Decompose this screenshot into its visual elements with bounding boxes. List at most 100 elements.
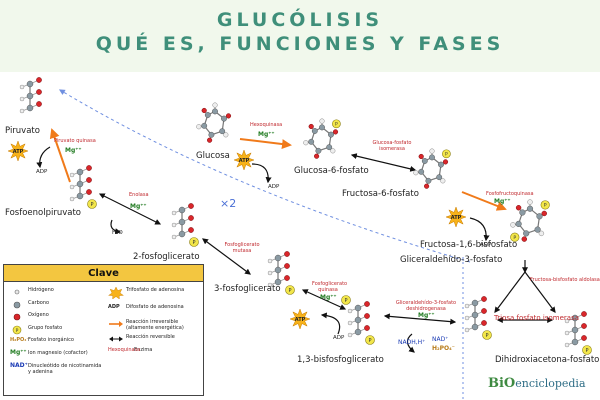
multiplier-x2: ×2 xyxy=(220,197,237,210)
gliceraldehido-3-fosfato-molecule: P xyxy=(464,296,492,340)
enzyme-aldolasa: Fructosa-bisfosfato aldolasa xyxy=(530,277,600,283)
arrow-hexoquinasa xyxy=(239,138,292,150)
mg-gapdh: Mg⁺⁺ xyxy=(418,312,435,319)
glucosa-6-fosfato-molecule: P xyxy=(303,118,341,159)
legend-key: Clave Hidrógeno Carbono Oxígeno P Grupo f… xyxy=(3,264,204,396)
legend-adp-text: Difosfato de adenosina xyxy=(126,304,184,310)
arrow-aldolasa-left xyxy=(494,271,526,313)
nad-symbol: NAD⁺ xyxy=(10,361,28,369)
fructosa-1-6-bisfosfato-molecule: PP xyxy=(510,199,550,242)
enzyme-fosfofructoquinasa: Fosfofructoquinasa xyxy=(486,191,534,197)
legend-grupo-fosfato: P Grupo fosfato xyxy=(10,325,102,338)
svg-text:P: P xyxy=(485,333,488,339)
inorganic-phosphate-symbol: H₂PO₄⁻ xyxy=(10,337,30,344)
label-piruvato: Piruvato xyxy=(5,126,40,136)
legend-fosfato-inorganico-text: Fosfato inorgánico xyxy=(28,337,74,344)
svg-text:P: P xyxy=(335,121,338,127)
mg-pk: Mg⁺⁺ xyxy=(65,147,82,154)
label-fosfoenolpiruvato: Fosfoenolpiruvato xyxy=(5,208,81,218)
adp-hexoquinasa: ADP xyxy=(268,184,280,190)
carbon-icon xyxy=(10,300,26,310)
enzyme-example-symbol: Hexoquinasa xyxy=(108,347,141,353)
label-fructosa-1-6-bisfosfato: Fructosa-1,6-bisfosfato xyxy=(420,240,518,250)
enzyme-triosa-fosfato-isomerasa: Triosa fosfato isomerasa xyxy=(494,314,580,322)
label-3-fosfoglicerato: 3-fosfoglicerato xyxy=(214,284,281,294)
label-gliceraldehido-3-fosfato: Gliceraldehído-3-fosfato xyxy=(400,255,503,265)
reversible-arrow-icon xyxy=(108,334,124,344)
glucosa-molecule xyxy=(196,102,232,143)
arrow-piruvato-quinasa xyxy=(49,128,71,183)
adp-symbol: ADP xyxy=(108,304,120,310)
label-glucosa: Glucosa xyxy=(196,151,230,161)
legend-irreversible: Reacción irreversible (altamente energét… xyxy=(108,319,202,334)
enzyme-fosfoglicerato-quinasa: Fosfoglicerato quinasa xyxy=(312,281,348,293)
page-header: GLUCÓLISIS QUÉ ES, FUNCIONES Y FASES xyxy=(0,0,600,72)
page-title: GLUCÓLISIS xyxy=(216,9,384,31)
enzyme-piruvato-quinasa: Piruvato quinasa xyxy=(54,138,96,144)
mg-enolasa: Mg⁺⁺ xyxy=(130,203,147,210)
arrow-pgm xyxy=(202,238,251,275)
svg-text:P: P xyxy=(16,328,19,334)
reaction-arrows xyxy=(36,128,556,353)
legend-grupo-fosfato-text: Grupo fosfato xyxy=(28,324,63,331)
label-fructosa-6-fosfato: Fructosa-6-fosfato xyxy=(342,189,419,199)
legend-fosfato-inorganico: H₂PO₄⁻Fosfato inorgánico xyxy=(10,337,102,350)
adp-pk: ADP xyxy=(36,169,48,175)
h2o-enolasa: H₂O xyxy=(112,230,123,236)
enzyme-gapdh: Gliceraldehído-3-fosfato deshidrogenasa xyxy=(395,300,457,312)
atp-pk-star: ATP xyxy=(7,140,29,162)
mg-hexoquinasa: Mg⁺⁺ xyxy=(258,131,275,138)
mg-pgk: Mg⁺⁺ xyxy=(320,294,337,301)
dihidroxiacetona-fosfato-molecule: P xyxy=(564,311,592,355)
legend-left-column: Hidrógeno Carbono Oxígeno P Grupo fosfato… xyxy=(10,287,102,375)
legend-title: Clave xyxy=(4,265,203,282)
hydrogen-icon xyxy=(10,287,26,297)
legend-ion-magnesio-text: Ion magnesio (cofactor) xyxy=(28,349,88,356)
arrow-aldolasa-right xyxy=(524,271,556,313)
label-glucosa-6-fosfato: Glucosa-6-fosfato xyxy=(294,166,369,176)
legend-carbono: Carbono xyxy=(10,300,102,313)
arrow-gapdh xyxy=(383,313,457,325)
enzyme-glucosa-fosfato-isomerasa: Glucosa-fosfato isomerasa xyxy=(372,140,412,152)
svg-text:ATP: ATP xyxy=(451,215,462,221)
nadh-gapdh: NADH,H⁺ xyxy=(398,339,426,346)
fosfoenolpiruvato-molecule: P xyxy=(69,165,97,209)
svg-text:P: P xyxy=(368,338,371,344)
oxygen-icon xyxy=(10,312,26,322)
svg-text:P: P xyxy=(585,348,588,354)
3-fosfoglicerato-molecule: P xyxy=(267,251,295,295)
legend-reversible: Reacción reversible xyxy=(108,334,202,347)
legend-hidrogeno-text: Hidrógeno xyxy=(28,287,54,293)
legend-reversible-text: Reacción reversible xyxy=(126,334,175,340)
phosphate-group-icon: P xyxy=(10,325,26,335)
logo-rest: enciclopedia xyxy=(515,377,586,390)
svg-text:ATP: ATP xyxy=(295,317,306,323)
legend-adp: ADP Difosfato de adenosina xyxy=(108,304,202,319)
atp-pfk-star: ATP xyxy=(445,206,467,228)
mg-pfk: Mg⁺⁺ xyxy=(494,198,511,205)
return-dashed-lines xyxy=(58,89,471,400)
arrow-isomerasa xyxy=(350,153,417,172)
legend-irreversible-text: Reacción irreversible (altamente energét… xyxy=(126,319,184,331)
legend-enzima-text: Enzima xyxy=(134,347,153,353)
nad-gapdh: NAD⁺ xyxy=(432,336,449,343)
svg-text:ATP: ATP xyxy=(13,149,24,155)
enzyme-enolasa: Enolasa xyxy=(129,192,149,198)
arrow-pfk xyxy=(461,191,507,211)
svg-text:ATP: ATP xyxy=(239,158,250,164)
svg-text:P: P xyxy=(344,298,347,304)
legend-nad-text: Dinucleótido de nicotinamida y adenina xyxy=(28,362,102,375)
fructosa-6-fosfato-molecule: P xyxy=(413,148,451,189)
legend-oxigeno-text: Oxígeno xyxy=(28,312,49,319)
label-2-fosfoglicerato: 2-fosfoglicerato xyxy=(133,252,200,262)
page-subtitle: QUÉ ES, FUNCIONES Y FASES xyxy=(95,33,505,55)
enzyme-fosfoglicerato-mutasa: Fosfoglicerato mutasa xyxy=(224,242,260,254)
piruvato-molecule xyxy=(19,77,42,114)
1-3-bisfosfoglicerato-molecule: PP xyxy=(341,295,375,345)
atp-hexoquinasa-star: ATP xyxy=(233,149,255,171)
svg-text:P: P xyxy=(192,240,195,246)
